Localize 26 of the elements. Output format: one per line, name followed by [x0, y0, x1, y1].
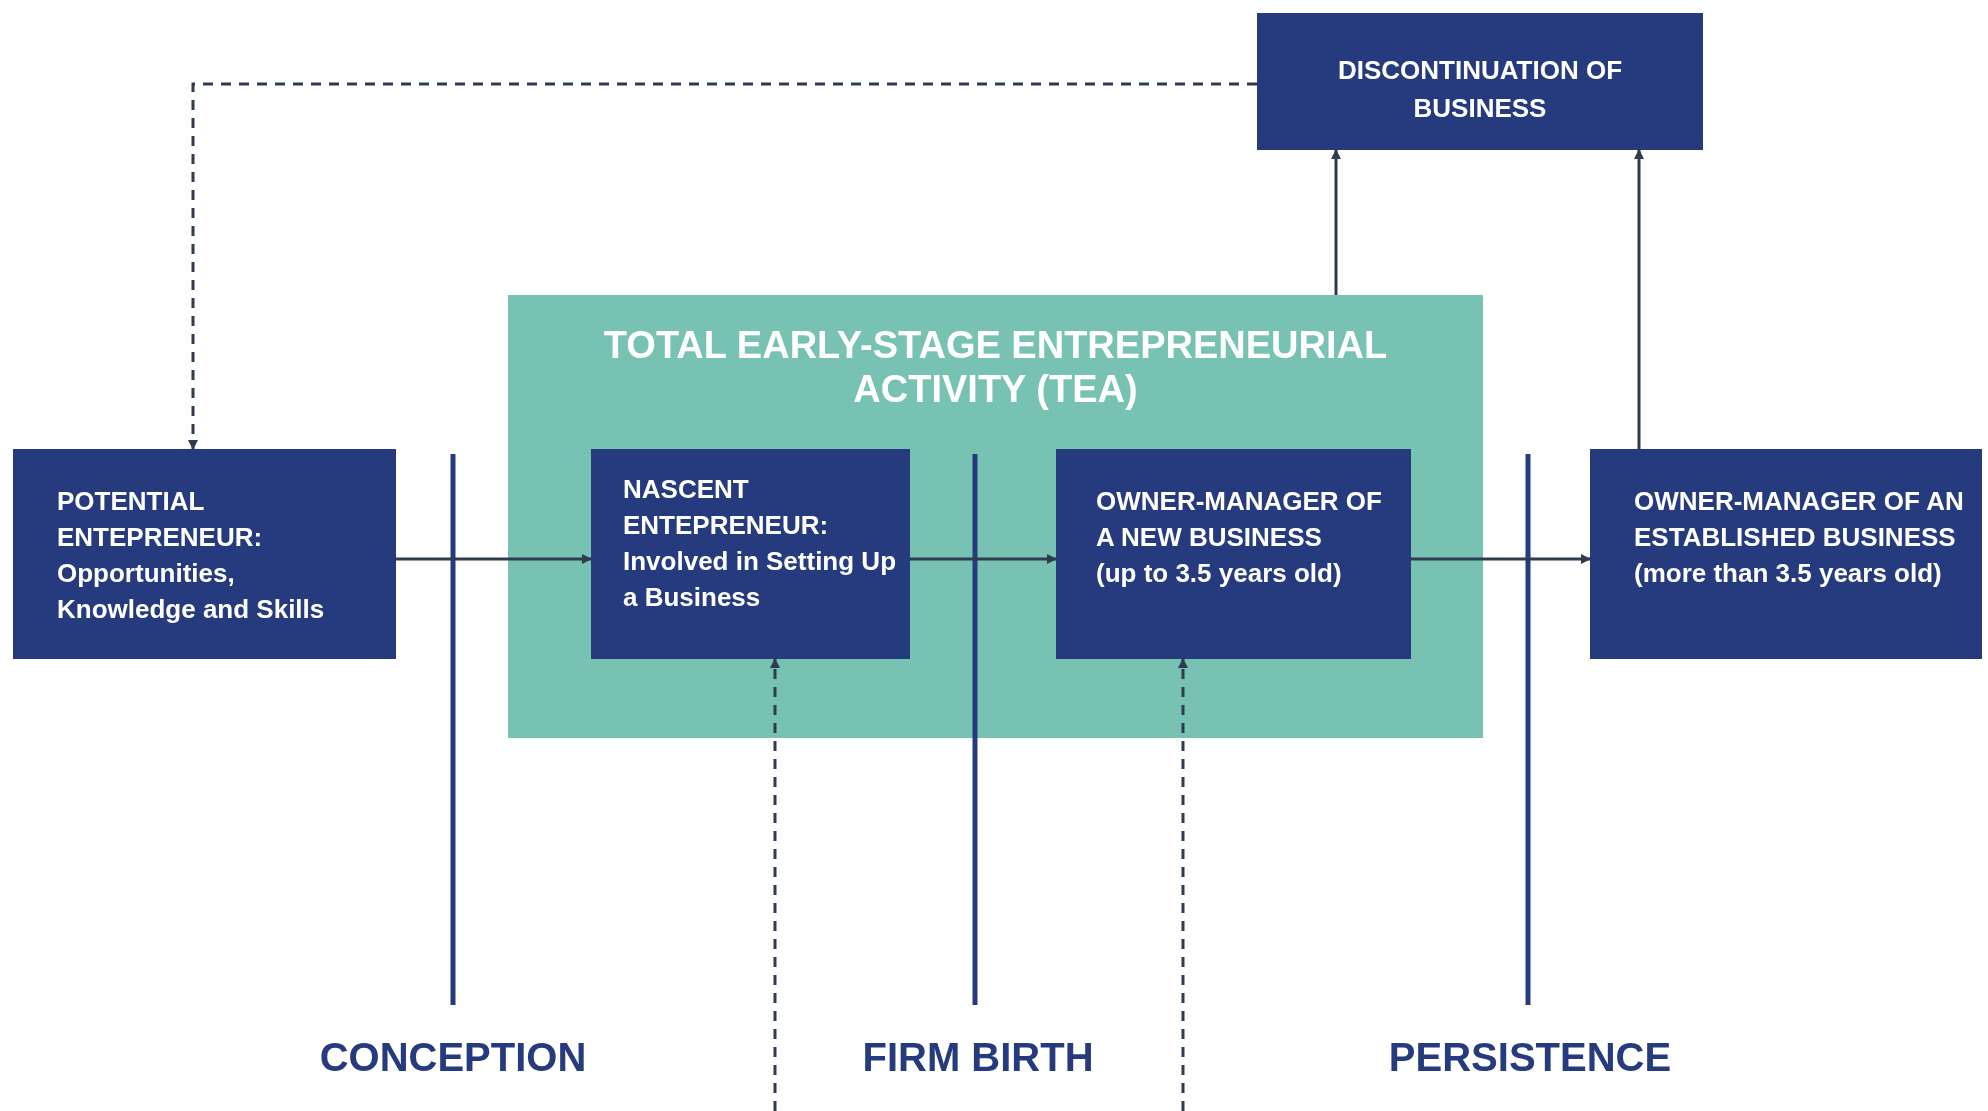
stage-text: OWNER-MANAGER OF AN ESTABLISHED BUSINESS (more than 3.5 years old)	[1634, 485, 1965, 590]
arrow	[1331, 149, 1341, 295]
stage-text: DISCONTINUATION OF BUSINESS	[1336, 54, 1624, 125]
phase-label: FIRM BIRTH	[861, 1035, 1095, 1080]
stage-heading: NASCENT ENTEPRENEUR:	[623, 473, 830, 542]
stage-heading: POTENTIAL ENTEPRENEUR:	[57, 485, 264, 554]
stage-text: (up to 3.5 years old)	[1096, 557, 1343, 590]
phase-label: CONCEPTION	[318, 1035, 588, 1080]
stage-box	[1257, 13, 1703, 150]
arrow	[910, 554, 1057, 564]
arrow	[1411, 554, 1591, 564]
arrow	[396, 554, 592, 564]
arrow	[188, 82, 1257, 450]
stage-box	[591, 449, 910, 659]
stage-box	[1056, 449, 1411, 659]
stage-band	[508, 295, 1483, 738]
arrow	[1178, 658, 1188, 1111]
stage-text: Involved in Setting Up a Business	[623, 545, 897, 614]
arrow	[1634, 149, 1644, 449]
phase-label: PERSISTENCE	[1387, 1035, 1673, 1080]
stage-box	[13, 449, 396, 659]
stage-heading: OWNER-MANAGER OF A NEW BUSINESS	[1096, 485, 1383, 554]
stage-text: Opportunities, Knowledge and Skills	[57, 557, 326, 626]
band-title: TOTAL EARLY-STAGE ENTREPRENEURIAL ACTIVITY (TEA)	[602, 323, 1389, 411]
stage-box	[1590, 449, 1982, 659]
arrow	[770, 658, 780, 1111]
